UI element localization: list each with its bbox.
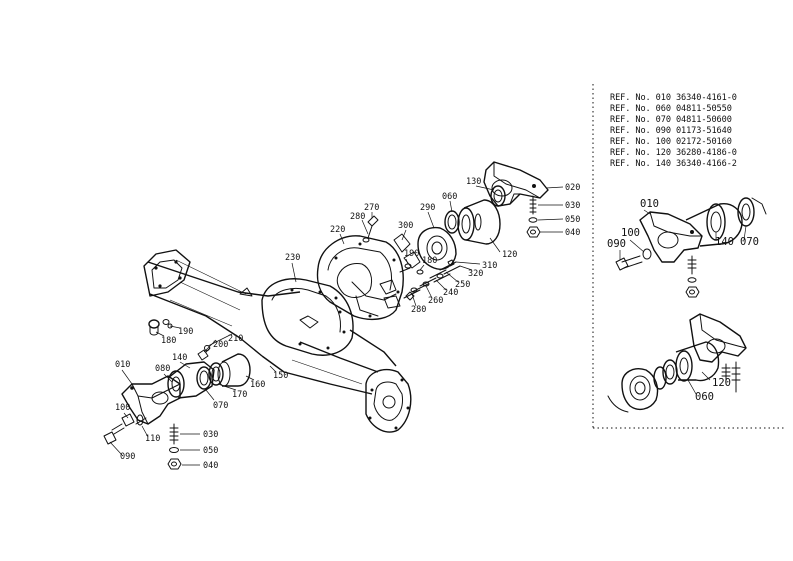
inset-label-010: 010 <box>640 198 659 210</box>
axle-housing <box>143 249 412 433</box>
inset-label-090: 090 <box>607 238 626 250</box>
part-label-280: 280 <box>350 212 365 222</box>
part-label-040b: 040 <box>565 228 580 238</box>
part-label-150: 150 <box>273 371 288 381</box>
inset-label-100: 100 <box>621 227 640 239</box>
part-label-200: 200 <box>213 340 228 350</box>
ref-line: REF. No. 100 02172-50160 <box>610 137 732 147</box>
inset-lower-assembly <box>607 313 747 413</box>
part-label-060: 060 <box>442 192 457 202</box>
part-label-140: 140 <box>172 353 187 363</box>
part-label-030b: 030 <box>565 201 580 211</box>
part-label-100: 100 <box>115 403 130 413</box>
part-label-030: 030 <box>203 430 218 440</box>
part-label-160: 160 <box>250 380 265 390</box>
left-bearing-assembly <box>103 319 251 470</box>
ref-line: REF. No. 010 36340-4161-0 <box>610 93 737 103</box>
part-label-090: 090 <box>120 452 135 462</box>
part-label-070: 070 <box>213 401 228 411</box>
part-label-180b: 180 <box>422 256 437 266</box>
inset-label-120: 120 <box>712 377 731 389</box>
part-label-240: 240 <box>443 288 458 298</box>
part-label-170: 170 <box>232 390 247 400</box>
part-label-300: 300 <box>398 221 413 231</box>
part-label-180: 180 <box>161 336 176 346</box>
part-label-320: 320 <box>468 269 483 279</box>
part-label-210: 210 <box>228 334 243 344</box>
main-leader-lines <box>109 185 564 466</box>
ref-line: REF. No. 070 04811-50600 <box>610 115 732 125</box>
part-label-050: 050 <box>203 446 218 456</box>
part-label-010: 010 <box>115 360 130 370</box>
ref-line: REF. No. 090 01173-51640 <box>610 126 732 136</box>
part-label-190: 190 <box>178 327 193 337</box>
inset-label-070: 070 <box>740 236 759 248</box>
inset-label-140: 140 <box>715 236 734 248</box>
part-label-220: 220 <box>330 225 345 235</box>
inset-label-060: 060 <box>695 391 714 403</box>
part-label-110: 110 <box>145 434 160 444</box>
part-label-130: 130 <box>466 177 481 187</box>
differential-carrier <box>316 215 421 321</box>
ref-line: REF. No. 120 36280-4186-0 <box>610 148 737 158</box>
part-label-080: 080 <box>155 364 170 374</box>
part-label-270: 270 <box>364 203 379 213</box>
part-label-250: 250 <box>455 280 470 290</box>
part-label-310: 310 <box>482 261 497 271</box>
part-label-040: 040 <box>203 461 218 471</box>
part-label-230: 230 <box>285 253 300 263</box>
inset-upper-assembly <box>615 197 767 298</box>
part-label-260: 260 <box>428 296 443 306</box>
ref-line: REF. No. 140 36340-4166-2 <box>610 159 737 169</box>
part-label-190b: 190 <box>404 249 419 259</box>
part-label-120: 120 <box>502 250 517 260</box>
part-label-280b: 280 <box>411 305 426 315</box>
part-label-290: 290 <box>420 203 435 213</box>
part-label-020: 020 <box>565 183 580 193</box>
part-label-050b: 050 <box>565 215 580 225</box>
ref-line: REF. No. 060 04811-50550 <box>610 104 732 114</box>
